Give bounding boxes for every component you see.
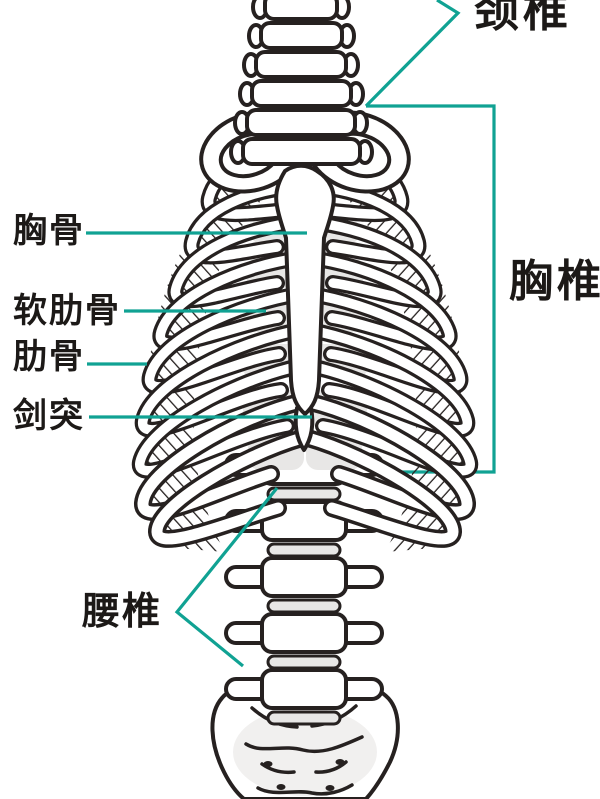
label-lumbar-vertebrae: 腰椎 <box>82 589 163 633</box>
label-ribs: 肋骨 <box>13 337 85 377</box>
sternum-shape <box>274 163 336 452</box>
sacrum <box>210 686 400 799</box>
lumbar-leader-line <box>174 486 279 668</box>
label-sternum: 胸骨 <box>13 211 85 251</box>
leader-lines <box>86 0 461 668</box>
label-thoracic-vertebrae: 胸椎 <box>509 256 600 307</box>
cervical-spine <box>229 0 374 166</box>
label-xiphoid-process: 剑突 <box>13 396 85 436</box>
cervical-leader-line <box>364 0 461 108</box>
label-cervical-vertebrae: 颈椎 <box>474 0 573 37</box>
label-costal-cartilage: 软肋骨 <box>13 291 121 331</box>
vertebral-bodies <box>260 444 348 726</box>
sacral-foramina <box>263 759 345 791</box>
